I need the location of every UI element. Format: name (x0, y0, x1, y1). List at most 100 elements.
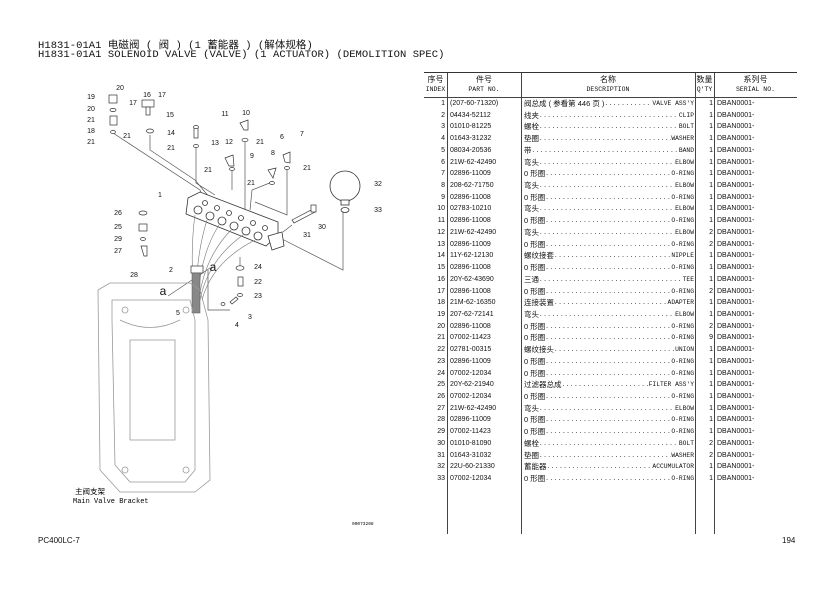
row-part-number: 207-62-72141 (450, 310, 494, 318)
row-description: 弯头ELBOW (524, 403, 694, 415)
description-cn: 0 形圈 (524, 321, 546, 331)
row-part-number: 20Y-62-43690 (450, 275, 494, 283)
row-description: 弯头ELBOW (524, 227, 694, 239)
callout-number: 21 (256, 139, 264, 146)
row-serial: DBAN0001- (717, 451, 755, 459)
nipple-icon (193, 127, 199, 139)
dot-leader (545, 391, 671, 403)
row-part-number: 07002-11423 (450, 428, 491, 436)
row-index: 10 (437, 205, 445, 213)
callout-number: 19 (87, 94, 95, 101)
dot-leader (545, 356, 671, 368)
description-en: CLIP (678, 111, 694, 119)
row-part-number: 02896-11008 (450, 322, 491, 330)
description-cn: 弯头 (524, 309, 539, 319)
callout-number: 6 (280, 134, 284, 141)
detail-marker: a (210, 260, 217, 274)
row-serial: DBAN0001- (717, 299, 755, 307)
row-part-number: 02896-11008 (450, 264, 491, 272)
row-index: 19 (437, 310, 445, 318)
row-description: 0 形圈O-RING (524, 286, 694, 298)
page-title-english: H1831-01A1 SOLENOID VALVE (VALVE) (1 ACT… (38, 49, 445, 61)
callout-number: 1 (158, 192, 162, 199)
description-cn: 线夹 (524, 110, 539, 120)
row-quantity: 1 (709, 346, 713, 354)
filter-icon (138, 223, 148, 232)
clip-icon (190, 265, 204, 274)
row-quantity: 1 (709, 463, 713, 471)
header-serial-en: SERIAL NO. (735, 86, 775, 93)
bolt-icon (291, 204, 317, 224)
dot-leader (545, 414, 671, 426)
row-description: 0 形圈O-RING (524, 391, 694, 403)
description-en: TEE (682, 275, 694, 283)
dot-leader (539, 309, 675, 321)
o-ring-icon (146, 128, 154, 134)
row-description: 螺纹接头UNION (524, 344, 694, 356)
row-index: 29 (437, 428, 445, 436)
row-serial: DBAN0001- (717, 428, 755, 436)
dot-leader (539, 121, 679, 133)
row-description: 0 形圈O-RING (524, 426, 694, 438)
row-serial: DBAN0001- (717, 369, 755, 377)
description-cn: 0 形圈 (524, 356, 546, 366)
description-en: O-RING (671, 357, 694, 365)
description-cn: 螺纹接头 (524, 345, 554, 355)
header-desc-en: DESCRIPTION (586, 86, 630, 93)
description-cn: 螺栓 (524, 438, 539, 448)
row-quantity: 2 (709, 322, 713, 330)
callout-number: 9 (250, 153, 254, 160)
row-part-number: 01643-31032 (450, 451, 492, 459)
description-en: ELBOW (675, 182, 694, 190)
row-index: 17 (437, 287, 445, 295)
row-quantity: 1 (709, 158, 713, 166)
row-serial: DBAN0001- (717, 146, 755, 154)
solenoid-valve-block-icon (185, 191, 285, 251)
row-part-number: 21W-62-42490 (450, 404, 497, 412)
row-serial: DBAN0001- (717, 334, 755, 342)
description-cn: 0 形圈 (524, 192, 546, 202)
row-index: 11 (437, 217, 445, 225)
row-part-number: 07002-12034 (450, 392, 492, 400)
callout-number: 20 (116, 85, 124, 92)
row-description: 垫圈WASHER (524, 133, 694, 145)
row-serial: DBAN0001- (717, 217, 755, 225)
row-part-number: 07002-11423 (450, 334, 491, 342)
elbow-icon (224, 154, 235, 167)
callout-number: 21 (87, 139, 95, 146)
row-part-number: 02896-11009 (450, 240, 491, 248)
row-part-number: 02781-00315 (450, 346, 492, 354)
callout-number: 23 (254, 293, 262, 300)
description-cn: 垫圈 (524, 134, 539, 144)
callout-number: 30 (318, 224, 326, 231)
description-en: VALVE ASS'Y (652, 100, 694, 107)
callout-number: 28 (130, 272, 138, 279)
row-index: 5 (441, 146, 445, 154)
callout-number: 3 (248, 314, 252, 321)
description-cn: 螺纹接套 (524, 251, 554, 261)
row-serial: DBAN0001- (717, 100, 755, 107)
row-quantity: 1 (709, 357, 713, 365)
row-quantity: 1 (709, 135, 713, 143)
row-quantity: 1 (709, 310, 713, 318)
bracket-label-en: Main Valve Bracket (73, 498, 149, 506)
row-index: 14 (437, 252, 445, 260)
dot-leader (539, 450, 671, 462)
description-en: O-RING (671, 170, 694, 178)
row-index: 30 (437, 439, 445, 447)
header-qty-cn: 数量 (696, 75, 713, 84)
washer-icon (220, 302, 226, 306)
row-quantity: 9 (709, 334, 713, 342)
row-serial: DBAN0001- (717, 475, 755, 482)
